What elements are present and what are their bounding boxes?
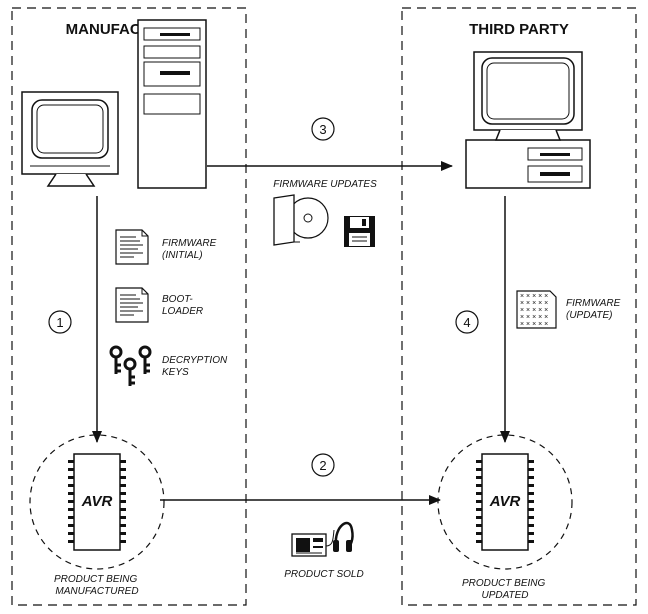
manufacturer-tower-icon xyxy=(137,19,207,189)
firmware-initial-label: FIRMWARE (INITIAL) xyxy=(162,238,219,261)
avr-logo: AVR xyxy=(81,493,113,510)
svg-text:× × × × ×: × × × × × xyxy=(520,321,548,328)
manufactured-product-boundary xyxy=(29,434,165,570)
svg-text:× × × × ×: × × × × × xyxy=(520,300,548,307)
svg-text:× × × × ×: × × × × × xyxy=(520,314,548,321)
firmware-update-label: FIRMWARE (UPDATE) xyxy=(566,298,623,321)
decryption-keys-label: DECRYPTION KEYS xyxy=(162,355,230,378)
step-4-badge: 4 xyxy=(455,310,479,334)
third-party-region xyxy=(401,7,637,606)
bootloader-document-icon xyxy=(115,287,149,323)
avr-chip-updated: AVR xyxy=(475,453,535,551)
product-updated-label: PRODUCT BEING UPDATED xyxy=(462,578,548,601)
firmware-updates-label: FIRMWARE UPDATES xyxy=(273,179,377,190)
firmware-update-document-icon: × × × × × × × × × × × × × × × × × × × × … xyxy=(516,290,557,329)
svg-text:2: 2 xyxy=(319,458,326,473)
product-device-icon xyxy=(291,521,354,557)
svg-text:× × × × ×: × × × × × xyxy=(520,307,548,314)
firmware-document-icon xyxy=(115,229,149,265)
bootloader-label: BOOT- LOADER xyxy=(162,294,203,317)
svg-text:3: 3 xyxy=(319,122,326,137)
third-party-computer-icon xyxy=(465,51,591,189)
step-2-badge: 2 xyxy=(311,453,335,477)
updated-product-boundary xyxy=(437,434,573,570)
step-3-badge: 3 xyxy=(311,117,335,141)
decryption-keys-icon xyxy=(109,345,152,388)
manufacturer-monitor-icon xyxy=(21,91,119,187)
cd-icon xyxy=(273,194,329,246)
floppy-disk-icon xyxy=(344,216,375,247)
avr-logo: AVR xyxy=(489,493,521,510)
step-1-badge: 1 xyxy=(48,310,72,334)
avr-chip-manufactured: AVR xyxy=(67,453,127,551)
svg-text:1: 1 xyxy=(56,315,63,330)
third-party-header: THIRD PARTY xyxy=(469,21,569,38)
svg-text:× × × × ×: × × × × × xyxy=(520,293,548,300)
manufacturer-region xyxy=(11,7,247,606)
product-manufactured-label: PRODUCT BEING MANUFACTURED xyxy=(54,574,140,597)
product-sold-label: PRODUCT SOLD xyxy=(284,569,363,580)
svg-text:4: 4 xyxy=(463,315,470,330)
